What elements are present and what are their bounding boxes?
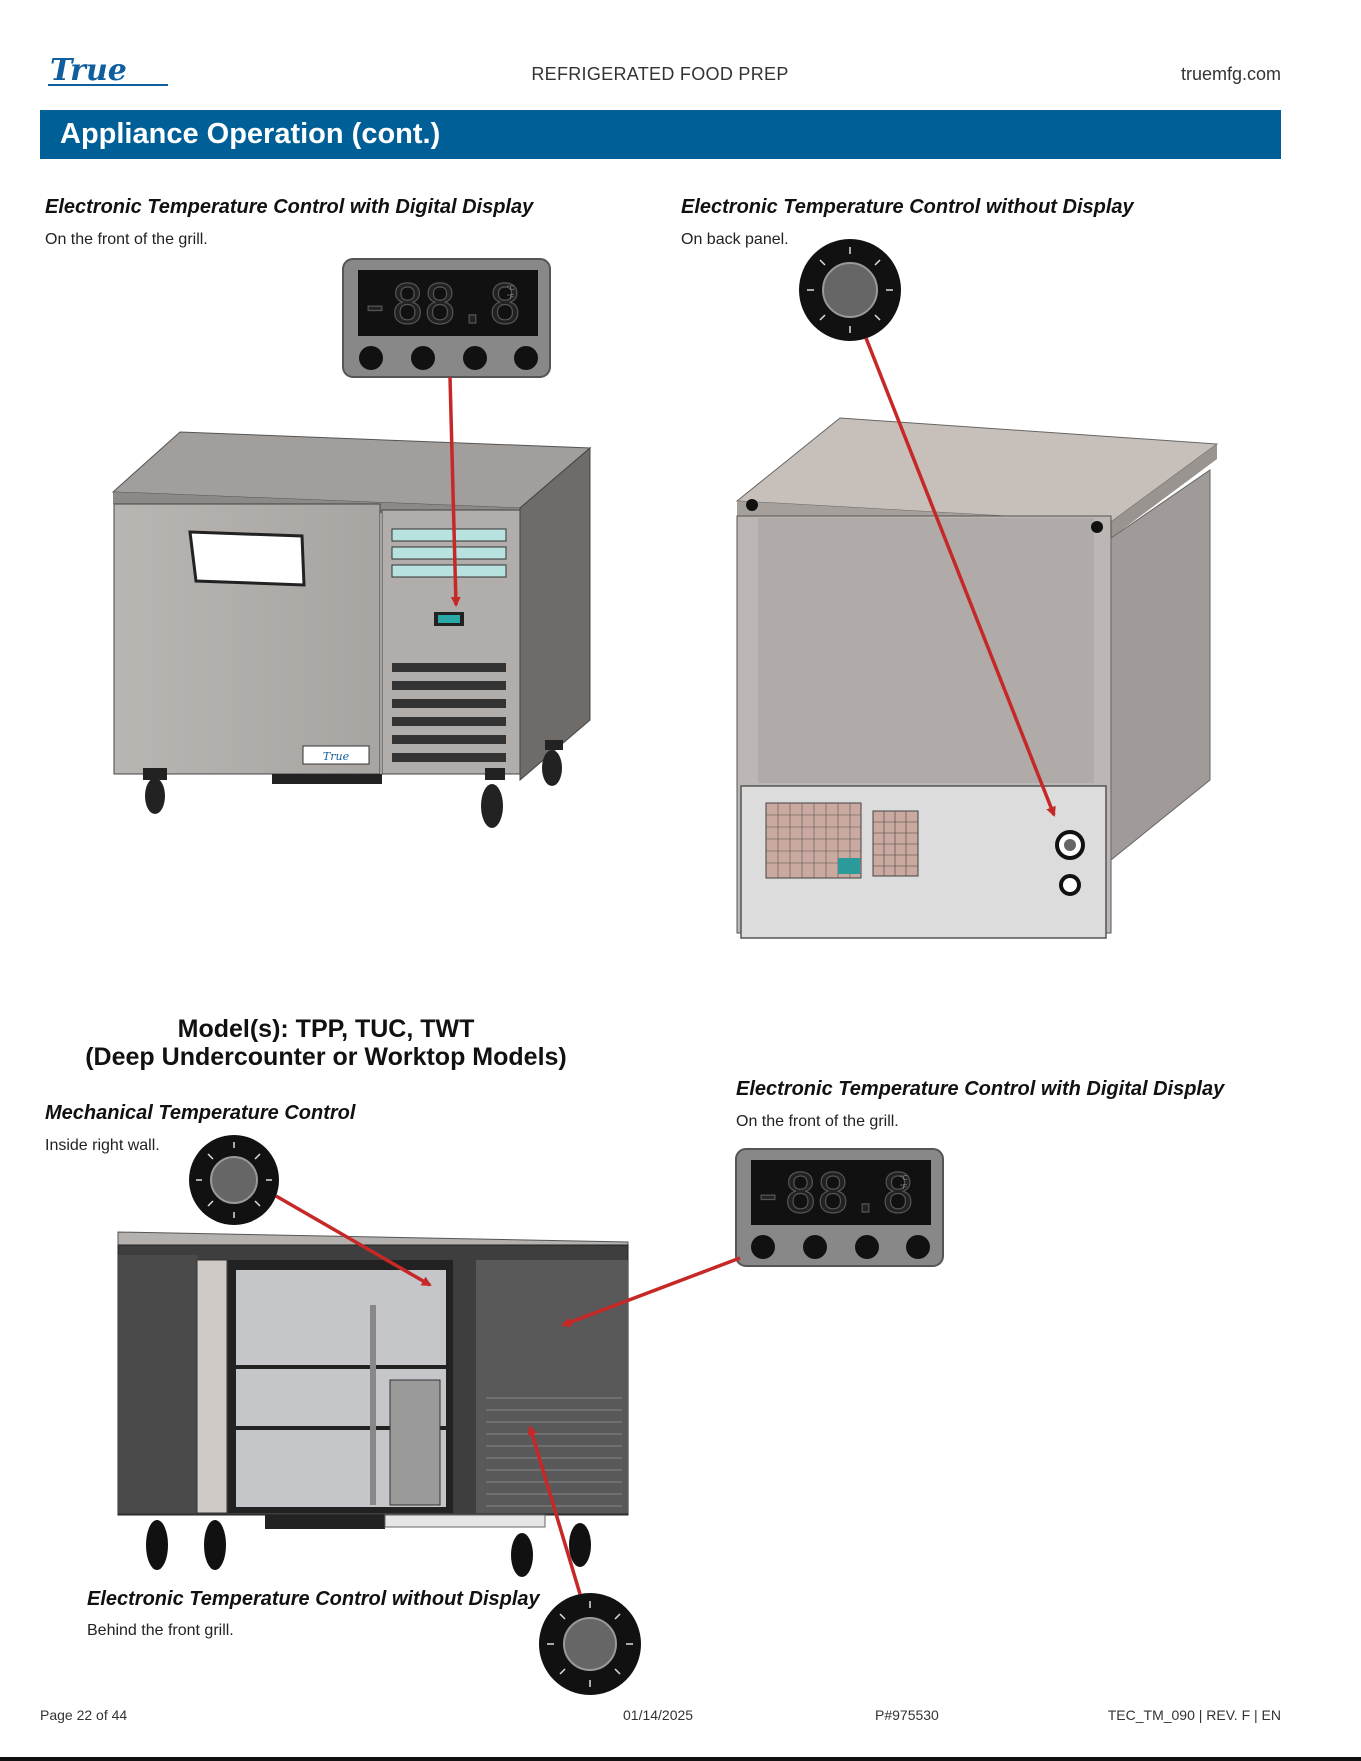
display-readout: -88.8	[359, 273, 522, 336]
header-website[interactable]: truemfg.com	[1180, 64, 1281, 84]
model-heading: Model(s): TPP, TUC, TWT (Deep Undercount…	[40, 1015, 612, 1071]
svg-text:°C: °C	[900, 1174, 908, 1182]
display-button-4[interactable]	[906, 1235, 930, 1259]
display-button-3[interactable]	[855, 1235, 879, 1259]
top-right-title: Electronic Temperature Control without D…	[681, 196, 1134, 218]
model-line-2: (Deep Undercounter or Worktop Models)	[85, 1043, 567, 1071]
display-readout: -88.8	[752, 1162, 915, 1225]
footer-doc-id: TEC_TM_090 | REV. F | EN	[1107, 1707, 1281, 1723]
top-left-subtitle: On the front of the grill.	[45, 231, 208, 248]
dial-control-bottom	[539, 1593, 641, 1695]
arrow-bottom-dial	[527, 1425, 582, 1595]
arrow-display-to-unit	[448, 376, 461, 607]
back-panel-unit-illustration	[735, 417, 1219, 939]
worktop-unit-illustration	[117, 1231, 629, 1577]
display-button-1[interactable]	[751, 1235, 775, 1259]
model-line-1: Model(s): TPP, TUC, TWT	[177, 1015, 475, 1043]
undercounter-unit-illustration: True	[111, 431, 592, 828]
footer-part-number: P#975530	[875, 1707, 939, 1723]
header-section-title: REFRIGERATED FOOD PREP	[531, 64, 789, 84]
bottom-left-title: Electronic Temperature Control without D…	[87, 1588, 540, 1610]
dial-control-mid-left	[189, 1135, 279, 1225]
svg-text:True: True	[323, 750, 350, 763]
svg-text:True: True	[50, 53, 127, 88]
footer-date: 01/14/2025	[623, 1707, 694, 1723]
bottom-rule	[0, 1757, 1361, 1761]
mid-right-title: Electronic Temperature Control with Digi…	[736, 1078, 1225, 1100]
display-button-3[interactable]	[463, 346, 487, 370]
display-button-4[interactable]	[514, 346, 538, 370]
svg-text:°C: °C	[507, 284, 515, 292]
digital-display-top-left: -88.8 °C °F	[342, 258, 551, 378]
display-button-2[interactable]	[411, 346, 435, 370]
arrow-mechanical-dial	[275, 1194, 432, 1287]
top-right-subtitle: On back panel.	[681, 231, 789, 248]
bottom-left-subtitle: Behind the front grill.	[87, 1622, 234, 1639]
svg-text:°F: °F	[900, 1183, 907, 1191]
arrow-display-to-grill	[561, 1256, 741, 1327]
section-banner	[40, 110, 1281, 159]
true-logo: True	[48, 53, 168, 88]
mid-left-subtitle: Inside right wall.	[45, 1137, 160, 1154]
dial-control-top-right	[799, 239, 901, 341]
top-left-title: Electronic Temperature Control with Digi…	[45, 196, 534, 218]
mid-right-subtitle: On the front of the grill.	[736, 1113, 899, 1130]
digital-display-mid-right: -88.8 °C °F	[735, 1148, 944, 1267]
display-button-1[interactable]	[359, 346, 383, 370]
arrow-dial-to-back-panel	[864, 337, 1056, 817]
display-button-2[interactable]	[803, 1235, 827, 1259]
mid-left-title: Mechanical Temperature Control	[45, 1102, 356, 1124]
banner-title: Appliance Operation (cont.)	[60, 118, 441, 150]
footer-page-number: Page 22 of 44	[40, 1707, 128, 1723]
svg-text:°F: °F	[507, 293, 514, 301]
